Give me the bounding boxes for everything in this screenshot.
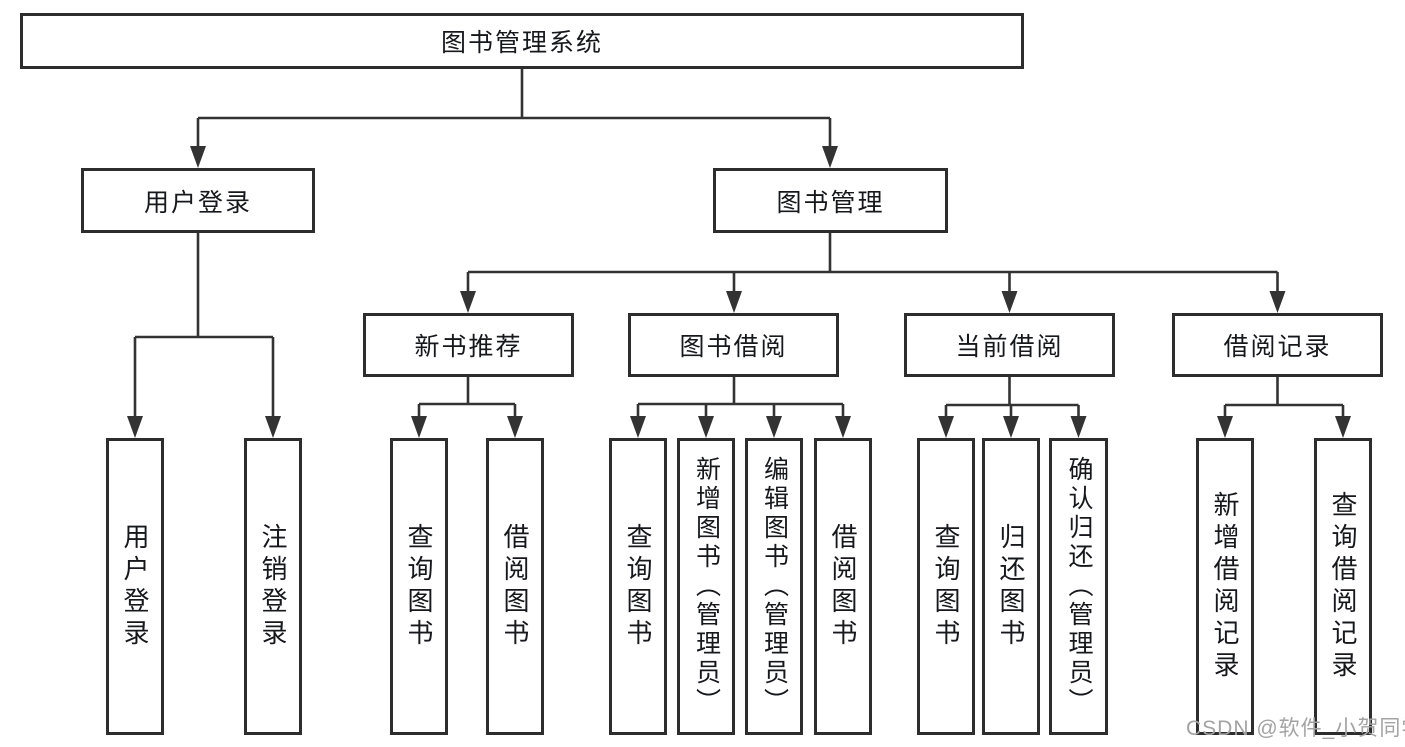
node-label: 查询图书 (404, 522, 434, 651)
node-label: 新增借阅记录 (1210, 490, 1240, 683)
leaf-cb-return-books: 归还图书 (982, 438, 1040, 735)
node-library-system: 图书管理系统 (20, 13, 1024, 69)
node-label: 新增图书（管理员） (692, 456, 721, 717)
node-label: 借阅图书 (828, 522, 858, 651)
node-label: 用户登录 (143, 188, 252, 217)
leaf-bb-borrow-books: 借阅图书 (814, 438, 872, 735)
node-label: 归还图书 (996, 522, 1026, 651)
leaf-logout: 注销登录 (244, 438, 302, 735)
node-label: 确认归还（管理员） (1065, 456, 1093, 717)
node-book-management: 图书管理 (713, 168, 948, 233)
node-label: 新书推荐 (414, 333, 523, 361)
node-label: 查询图书 (623, 522, 653, 651)
node-book-borrowing: 图书借阅 (628, 313, 839, 377)
node-new-book-recommend: 新书推荐 (363, 313, 574, 377)
leaf-bb-edit-books-admin: 编辑图书（管理员） (745, 438, 803, 735)
node-current-borrowing: 当前借阅 (904, 313, 1115, 377)
node-user-login: 用户登录 (81, 168, 315, 233)
node-label: 图书管理系统 (440, 29, 603, 57)
leaf-nbr-query-books: 查询图书 (390, 438, 448, 735)
node-label: 用户登录 (120, 522, 150, 651)
leaf-bb-query-books: 查询图书 (609, 438, 667, 735)
leaf-cb-confirm-return-admin: 确认归还（管理员） (1049, 438, 1108, 735)
node-label: 查询借阅记录 (1328, 490, 1358, 683)
node-label: 当前借阅 (955, 333, 1064, 361)
leaf-br-add-record: 新增借阅记录 (1196, 438, 1254, 735)
leaf-bb-add-books-admin: 新增图书（管理员） (677, 438, 735, 735)
node-label: 注销登录 (258, 522, 288, 651)
node-label: 图书借阅 (679, 333, 788, 361)
node-label: 借阅图书 (500, 522, 530, 651)
node-label: 查询图书 (931, 522, 961, 651)
node-label: 借阅记录 (1223, 333, 1332, 361)
node-label: 图书管理 (776, 188, 885, 217)
node-borrowing-records: 借阅记录 (1172, 313, 1383, 377)
node-label: 编辑图书（管理员） (760, 456, 789, 717)
leaf-br-query-record: 查询借阅记录 (1314, 438, 1372, 735)
leaf-cb-query-books: 查询图书 (917, 438, 975, 735)
csdn-watermark: CSDN @软件_小贺同学 (1186, 717, 1405, 740)
leaf-user-login: 用户登录 (106, 438, 164, 735)
leaf-nbr-borrow-books: 借阅图书 (486, 438, 544, 735)
